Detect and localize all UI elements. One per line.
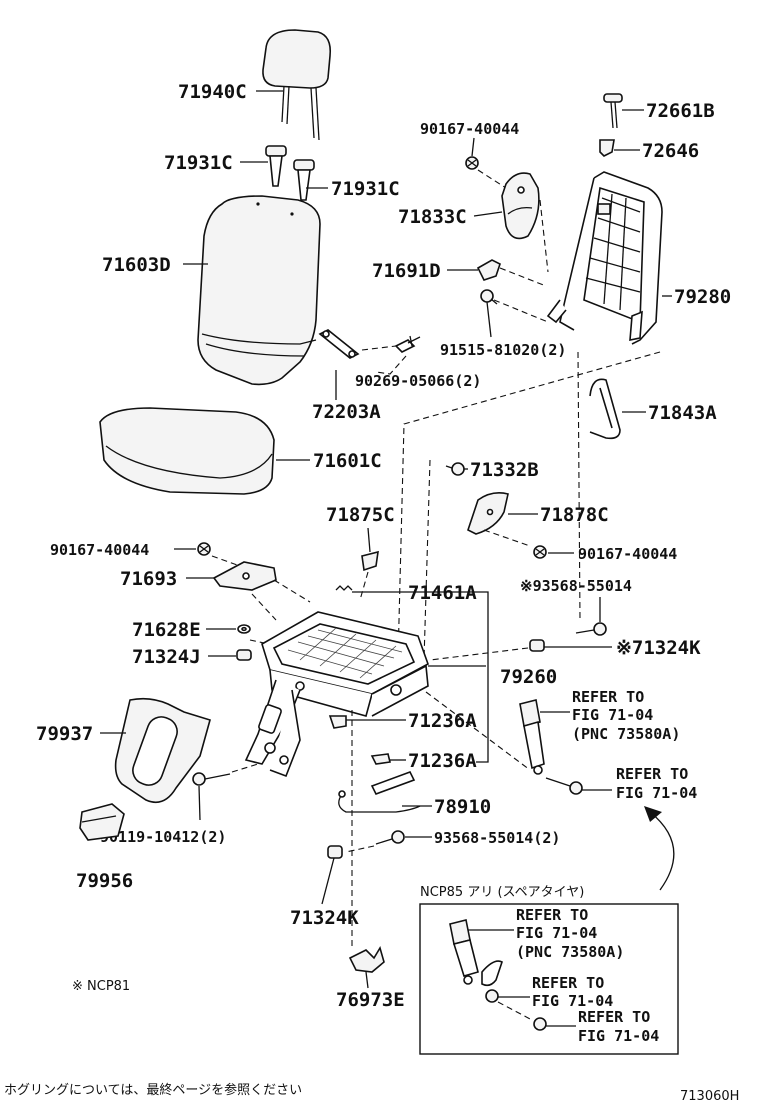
screw-90167-left[interactable] bbox=[197, 542, 211, 556]
label-71603D: 71603D bbox=[102, 254, 171, 276]
inset-title: NCP85 アリ (スペアタイヤ) bbox=[420, 885, 584, 900]
seatbelt-buckle[interactable] bbox=[519, 699, 545, 775]
refer-3-line2: FIG 71-04 bbox=[516, 924, 597, 942]
hook-71843A[interactable] bbox=[589, 378, 621, 440]
inset-washer[interactable] bbox=[485, 989, 499, 1003]
headrest-support-2[interactable] bbox=[293, 159, 315, 201]
bracket-76973E[interactable] bbox=[348, 946, 385, 973]
label-71931C-b: 71931C bbox=[331, 178, 400, 200]
bushing-71324J[interactable] bbox=[236, 649, 252, 661]
label-71236A-a: 71236A bbox=[408, 710, 477, 732]
inset-bracket[interactable] bbox=[481, 960, 503, 987]
seatback-frame[interactable] bbox=[546, 171, 663, 345]
bracket-72203A[interactable] bbox=[318, 329, 360, 359]
label-71324K-b: 71324K bbox=[290, 907, 359, 929]
seat-cushion-cover[interactable] bbox=[99, 407, 275, 495]
hinge-71691D[interactable] bbox=[476, 259, 501, 281]
label-78910: 78910 bbox=[434, 796, 491, 818]
label-71628E: 71628E bbox=[132, 619, 201, 641]
screw-90167-right[interactable] bbox=[533, 545, 547, 559]
spring-71461A[interactable] bbox=[335, 585, 353, 591]
label-72203A: 72203A bbox=[312, 401, 381, 423]
bracket-71693[interactable] bbox=[212, 561, 277, 591]
label-71931C-a: 71931C bbox=[164, 152, 233, 174]
refer-4-line2: FIG 71-04 bbox=[532, 992, 613, 1010]
seat-cushion-frame[interactable] bbox=[244, 611, 429, 778]
bolt-90119[interactable] bbox=[192, 772, 231, 786]
label-71324K-a: ※71324K bbox=[616, 637, 701, 659]
washer-71628E[interactable] bbox=[237, 624, 251, 634]
label-90167-right: 90167-40044 bbox=[578, 545, 677, 563]
label-79937: 79937 bbox=[36, 723, 93, 745]
cap-72646[interactable] bbox=[599, 139, 615, 157]
label-71691D: 71691D bbox=[372, 260, 441, 282]
label-71940C: 71940C bbox=[178, 81, 247, 103]
label-90269: 90269-05066(2) bbox=[355, 372, 481, 390]
label-79280: 79280 bbox=[674, 286, 731, 308]
label-90167-top: 90167-40044 bbox=[420, 120, 519, 138]
refer-4-line1: REFER TO bbox=[532, 974, 604, 992]
label-71843A: 71843A bbox=[648, 402, 717, 424]
refer-2-line2: FIG 71-04 bbox=[616, 784, 697, 802]
inset-box bbox=[419, 903, 679, 1055]
label-71875C: 71875C bbox=[326, 504, 395, 526]
refer-1-line2: FIG 71-04 bbox=[572, 706, 653, 724]
bushing-71324K-b[interactable] bbox=[327, 845, 343, 859]
refer-5-line2: FIG 71-04 bbox=[578, 1027, 659, 1045]
region-note: ※ NCP81 bbox=[72, 979, 130, 994]
label-90119: 90119-10412(2) bbox=[100, 828, 226, 846]
label-91515: 91515-81020(2) bbox=[440, 341, 566, 359]
inset-nut[interactable] bbox=[533, 1017, 547, 1031]
bolt-refer[interactable] bbox=[545, 777, 583, 795]
pad-79956[interactable] bbox=[79, 803, 125, 841]
label-71601C: 71601C bbox=[313, 450, 382, 472]
clip-71236A-b[interactable] bbox=[370, 753, 391, 765]
label-76973E: 76973E bbox=[336, 989, 405, 1011]
label-71236A-b: 71236A bbox=[408, 750, 477, 772]
label-79260: 79260 bbox=[500, 666, 557, 688]
screw-90167-top[interactable] bbox=[465, 156, 479, 170]
refer-3-line3: (PNC 73580A) bbox=[516, 943, 624, 961]
label-71693: 71693 bbox=[120, 568, 177, 590]
headrest[interactable] bbox=[262, 29, 332, 141]
seatback-cover[interactable] bbox=[197, 195, 321, 386]
bolt-93568-a[interactable] bbox=[575, 622, 607, 636]
bolt-90269[interactable] bbox=[394, 335, 421, 353]
label-93568-b: 93568-55014(2) bbox=[434, 829, 560, 847]
label-71332B: 71332B bbox=[470, 459, 539, 481]
refer-1-line1: REFER TO bbox=[572, 688, 644, 706]
bolt-93568-b[interactable] bbox=[375, 830, 405, 845]
label-71461A: 71461A bbox=[408, 582, 477, 604]
label-71878C: 71878C bbox=[540, 504, 609, 526]
refer-5-line1: REFER TO bbox=[578, 1008, 650, 1026]
screw-71332B[interactable] bbox=[445, 462, 465, 476]
cable-78910[interactable] bbox=[338, 771, 421, 813]
cover-71878C[interactable] bbox=[467, 492, 509, 535]
refer-1-line3: (PNC 73580A) bbox=[572, 725, 680, 743]
clip-71236A-a[interactable] bbox=[328, 715, 347, 729]
refer-2-line1: REFER TO bbox=[616, 765, 688, 783]
knob-72661B[interactable] bbox=[603, 93, 623, 129]
cover-71833C[interactable] bbox=[501, 172, 540, 240]
label-71324J: 71324J bbox=[132, 646, 201, 668]
clip-71875C[interactable] bbox=[361, 550, 379, 572]
cover-79937[interactable] bbox=[114, 697, 211, 804]
bolt-91515[interactable] bbox=[480, 289, 498, 338]
headrest-support-1[interactable] bbox=[265, 145, 287, 187]
label-79956: 79956 bbox=[76, 870, 133, 892]
figure-code: 713060H bbox=[680, 1089, 739, 1104]
footer-note: ホグリングについては、最終ページを参照ください bbox=[4, 1082, 302, 1098]
label-72646: 72646 bbox=[642, 140, 699, 162]
refer-3-line1: REFER TO bbox=[516, 906, 588, 924]
label-93568-a: ※93568-55014 bbox=[520, 577, 632, 595]
label-72661B: 72661B bbox=[646, 100, 715, 122]
bushing-71324K-a[interactable] bbox=[529, 639, 545, 652]
label-71833C: 71833C bbox=[398, 206, 467, 228]
inset-buckle[interactable] bbox=[449, 919, 479, 985]
curved-arrow bbox=[644, 806, 675, 891]
label-90167-left: 90167-40044 bbox=[50, 541, 149, 559]
